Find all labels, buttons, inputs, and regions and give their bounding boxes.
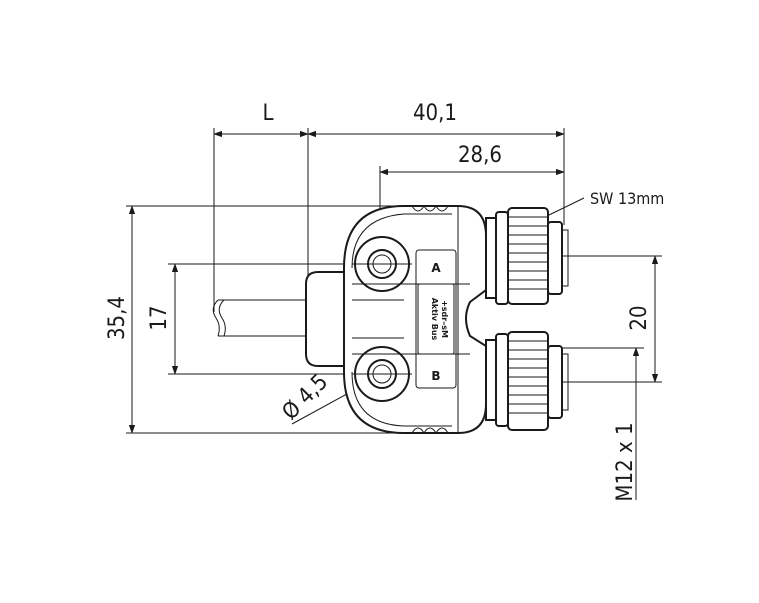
label-plate	[415, 249, 457, 389]
dim-body-length-text: 28,6	[458, 143, 502, 168]
mounting-hole-top	[352, 236, 412, 292]
connector-port-a	[485, 207, 569, 305]
dim-overall-length-text: 40,1	[413, 101, 457, 126]
dim-port-spacing-text: 20	[627, 305, 652, 330]
extension-lines	[126, 128, 662, 434]
port-b-label: B	[431, 369, 440, 383]
dim-overall-height-text: 35,4	[105, 296, 130, 340]
dimension-lines	[128, 130, 659, 500]
dim-wrench-text: SW 13mm	[590, 189, 664, 208]
dim-hole-spacing-text: 17	[147, 305, 172, 330]
label-plate-line2: +sdr–sM	[440, 300, 449, 338]
dim-length-text: L	[262, 101, 273, 126]
port-a-label: A	[431, 261, 441, 275]
cable-strain-relief	[305, 271, 347, 367]
mounting-hole-bottom	[352, 346, 412, 402]
splitter-body: Aktiv Bus +sdr–sM A B	[343, 205, 487, 434]
label-plate-line1: Aktiv Bus	[430, 298, 439, 341]
cable	[212, 271, 347, 367]
connector-port-b	[485, 331, 569, 431]
dim-thread-text: M12 x 1	[613, 422, 638, 501]
